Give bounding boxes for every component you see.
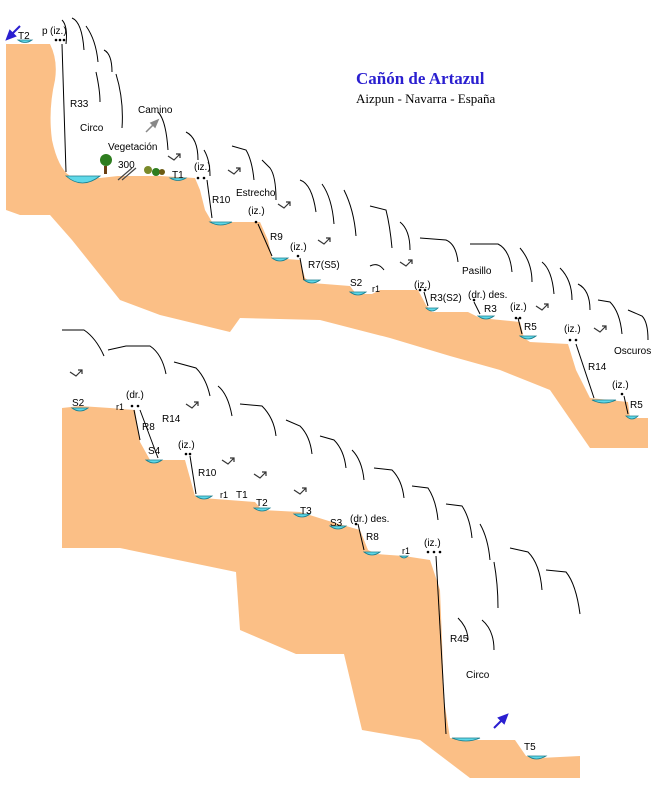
label-s4: S4 [148,446,161,457]
pool-t3 [292,513,312,518]
label-s2-a: S2 [350,278,363,289]
label-s2-b: S2 [72,398,85,409]
pool-r14-a [591,399,617,404]
label-dr-des-b: (dr.) des. [350,514,389,525]
label-r8-b: R8 [366,532,379,543]
label-iz-e: (iz.) [510,302,527,313]
label-r8-a: R8 [142,422,155,433]
pool-r3s2 [425,307,439,312]
pool-t1-top [168,177,188,181]
pool-s3 [328,525,348,530]
label-t1-b: T1 [236,490,248,501]
pool-r5-a [518,335,538,340]
pool-r7 [302,279,322,284]
flow-arrows [69,153,607,495]
lower-wall-lines [62,329,581,651]
label-r10-a: R10 [212,195,231,206]
path-marker-icon [117,167,133,181]
water-pools [16,39,639,760]
label-dr-a: (dr.) [126,390,144,401]
label-r45: R45 [450,634,469,645]
label-t3: T3 [300,506,312,517]
label-circo-2: Circo [466,670,490,681]
start-arrow-icon [5,25,21,41]
label-iz-a: (iz.) [194,162,211,173]
label-r1-b: r1 [116,402,124,412]
label-estrecho: Estrecho [236,188,276,199]
label-t2-b: T2 [256,498,268,509]
label-r5-b: R5 [630,400,643,411]
label-iz-top: (iz.) [50,26,67,37]
label-iz-b: (iz.) [248,206,265,217]
camino-arrow-icon [145,118,160,133]
pool-r10-a [208,221,233,226]
label-t1-top: T1 [172,170,184,181]
pool-s2-a [348,291,368,296]
pool-r3 [476,315,496,320]
upper-rock-mass [6,44,648,448]
label-p: p [42,26,48,37]
pool-s4 [144,459,164,464]
label-300: 300 [118,160,135,171]
pool-t2-top [16,39,34,43]
label-circo-1: Circo [80,123,104,134]
label-camino: Camino [138,105,173,116]
label-r7s5: R7(S5) [308,260,340,271]
pool-r8-b [362,551,382,556]
pool-s2-b [70,407,90,412]
label-iz-c: (iz.) [290,242,307,253]
diagram-title: Cañón de Artazul [356,69,485,88]
pool-r1-d [399,555,409,559]
label-iz-f: (iz.) [564,324,581,335]
label-t5: T5 [524,742,536,753]
upper-wall-lines [61,17,649,341]
pool-r10-b [194,495,214,500]
label-s3: S3 [330,518,343,529]
label-r3s2: R3(S2) [430,293,462,304]
anchor-dots [54,38,624,554]
pool-t5 [526,755,548,760]
label-r10-b: R10 [198,468,217,479]
pool-r9 [270,257,290,262]
label-iz-g: (iz.) [612,380,629,391]
label-r33: R33 [70,99,89,110]
label-r14-b: R14 [162,414,181,425]
label-t2-top: T2 [18,31,30,42]
lower-rock-mass [62,406,580,778]
end-arrow-icon [493,713,509,729]
label-vegetacion: Vegetación [108,142,158,153]
label-r9: R9 [270,232,283,243]
label-r1-d: r1 [402,546,410,556]
vegetation-icon [100,154,165,176]
label-r1-a: r1 [372,284,380,294]
label-iz-d: (iz.) [414,280,431,291]
label-r5-a: R5 [524,322,537,333]
label-pasillo: Pasillo [462,266,492,277]
rappel-lines [61,43,629,735]
label-r3: R3 [484,304,497,315]
pool-t2-b [252,507,272,512]
label-oscuros: Oscuros [614,346,651,357]
pool-circo-1 [64,175,102,184]
label-dr-des-a: (dr.) des. [468,290,507,301]
label-iz-i: (iz.) [424,538,441,549]
label-r14-a: R14 [588,362,607,373]
label-r1-c: r1 [220,490,228,500]
pool-r5-b [625,415,639,420]
pool-circo-2 [451,737,481,742]
label-iz-h: (iz.) [178,440,195,451]
diagram-subtitle: Aizpun - Navarra - España [356,91,496,106]
